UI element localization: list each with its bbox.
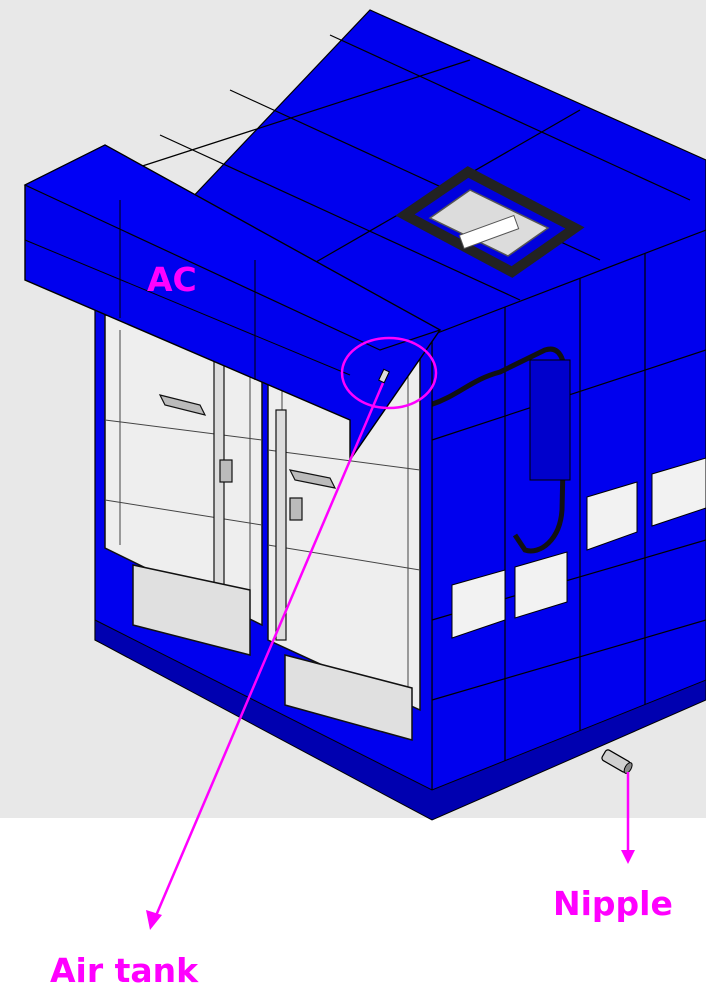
hose-line <box>429 346 568 554</box>
inspection-window <box>529 359 571 481</box>
ac-unit-top <box>23 144 442 351</box>
right-wall-white-panels <box>451 457 706 639</box>
door-handles <box>158 394 337 521</box>
annotations <box>153 336 630 919</box>
roof-hatch-bar <box>458 214 520 250</box>
roof-hatch-opening <box>428 189 550 257</box>
nipple-fitting-icon <box>601 749 633 774</box>
base-frame <box>94 619 706 821</box>
arrow-heads <box>146 850 635 930</box>
air-tank-arrowhead <box>146 910 162 930</box>
label-nipple: Nipple <box>553 884 673 923</box>
label-ac: AC <box>147 260 197 299</box>
air-tank-highlight-circle <box>340 336 438 410</box>
bottom-vents <box>132 564 413 741</box>
nipple-arrowhead <box>621 850 635 864</box>
ac-unit-seams <box>24 200 351 380</box>
air-tank-fitting <box>378 368 390 384</box>
label-air-tank: Air tank <box>50 951 199 990</box>
air-tank-arrow-line <box>153 382 385 919</box>
